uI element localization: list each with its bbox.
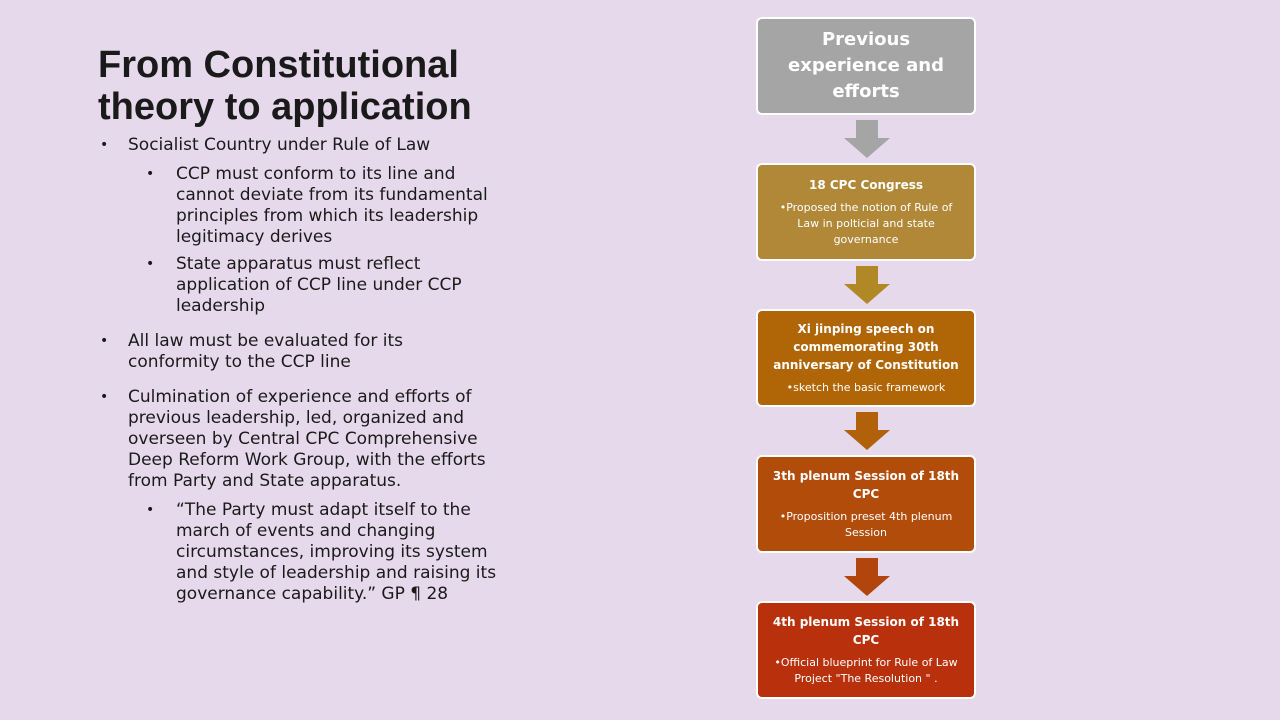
down-arrow-icon [844, 120, 890, 158]
flow-box-detail: •Official blueprint for Rule of Law Proj… [774, 656, 958, 685]
flow-box-4th-plenum: 4th plenum Session of 18th CPC •Official… [756, 601, 976, 699]
title-line-1: From Constitutional [98, 44, 459, 86]
arrow-shape [844, 120, 890, 158]
title-line-2: theory to application [98, 86, 472, 128]
arrow-shape [844, 558, 890, 596]
down-arrow-icon [844, 266, 890, 304]
sub-bullet-item: CCP must conform to its line and cannot … [100, 164, 500, 248]
bullet-item: Socialist Country under Rule of Law [100, 135, 500, 156]
arrow-shape [844, 412, 890, 450]
bullet-item: Culmination of experience and efforts of… [100, 387, 500, 492]
flow-box-title: 4th plenum Session of 18th CPC [772, 615, 960, 647]
flow-box-title: Previous experience and efforts [788, 29, 944, 102]
slide-title: From Constitutional theory to applicatio… [98, 44, 518, 128]
bullet-item: All law must be evaluated for its confor… [100, 331, 500, 373]
flow-box-18-cpc-congress: 18 CPC Congress •Proposed the notion of … [756, 163, 976, 261]
down-arrow-icon [844, 412, 890, 450]
bullet-list: Socialist Country under Rule of Law CCP … [100, 135, 500, 611]
sub-bullet-item: “The Party must adapt itself to the marc… [100, 500, 500, 605]
flow-box-xi-speech: Xi jinping speech on commemorating 30th … [756, 309, 976, 407]
sub-bullet-item: State apparatus must reflect application… [100, 254, 500, 317]
process-flow: Previous experience and efforts 18 CPC C… [756, 17, 980, 717]
flow-box-title: 18 CPC Congress [809, 178, 923, 192]
down-arrow-icon [844, 558, 890, 596]
flow-box-3th-plenum: 3th plenum Session of 18th CPC •Proposit… [756, 455, 976, 553]
flow-box-title: Xi jinping speech on commemorating 30th … [773, 322, 959, 372]
flow-box-detail: •sketch the basic framework [786, 381, 946, 394]
flow-box-detail: •Proposed the notion of Rule of Law in p… [779, 201, 953, 246]
arrow-shape [844, 266, 890, 304]
flow-box-detail: •Proposition preset 4th plenum Session [779, 510, 953, 539]
flow-box-previous-experience: Previous experience and efforts [756, 17, 976, 115]
flow-box-title: 3th plenum Session of 18th CPC [772, 469, 960, 501]
